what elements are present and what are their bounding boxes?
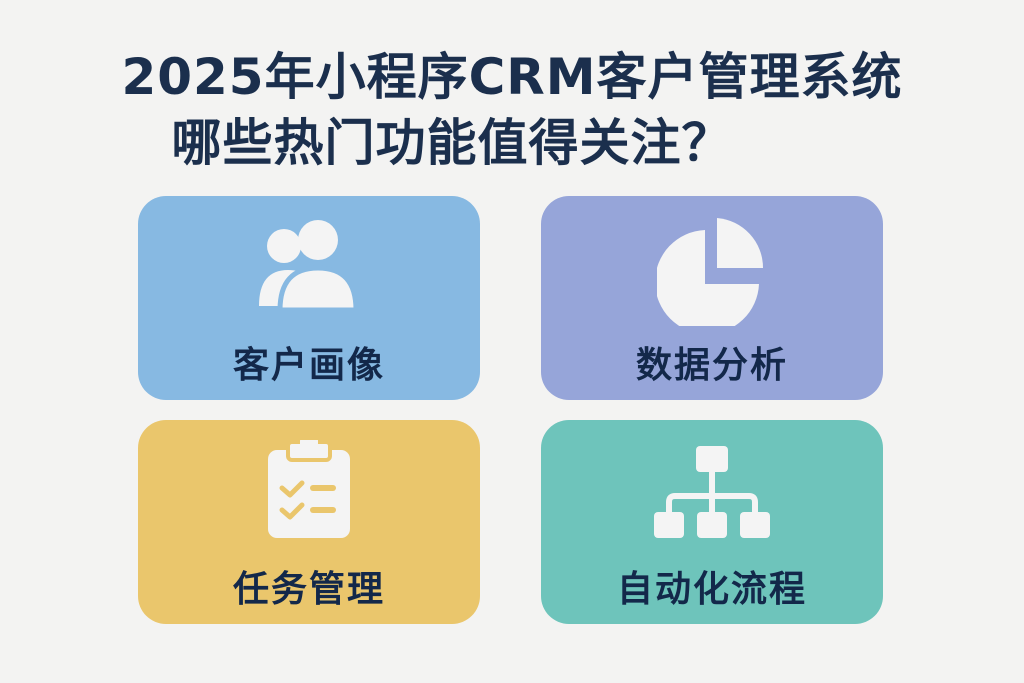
clipboard-checklist-icon (268, 440, 350, 538)
feature-label: 客户画像 (232, 345, 385, 386)
feature-card-customer-profile[interactable]: 客户画像 (138, 196, 480, 400)
feature-card-workflow-automation[interactable]: 自动化流程 (541, 420, 883, 624)
feature-label: 数据分析 (635, 345, 788, 386)
title-line-1: 2025年小程序CRM客户管理系统 (121, 48, 903, 106)
users-icon (259, 220, 359, 313)
hierarchy-flow-icon (654, 446, 770, 538)
feature-label: 任务管理 (232, 569, 385, 610)
feature-label: 自动化流程 (616, 569, 807, 610)
feature-card-task-management[interactable]: 任务管理 (138, 420, 480, 624)
pie-chart-icon (657, 218, 764, 326)
feature-card-data-analysis[interactable]: 数据分析 (541, 196, 883, 400)
title-line-2: 哪些热门功能值得关注？ (171, 114, 733, 172)
